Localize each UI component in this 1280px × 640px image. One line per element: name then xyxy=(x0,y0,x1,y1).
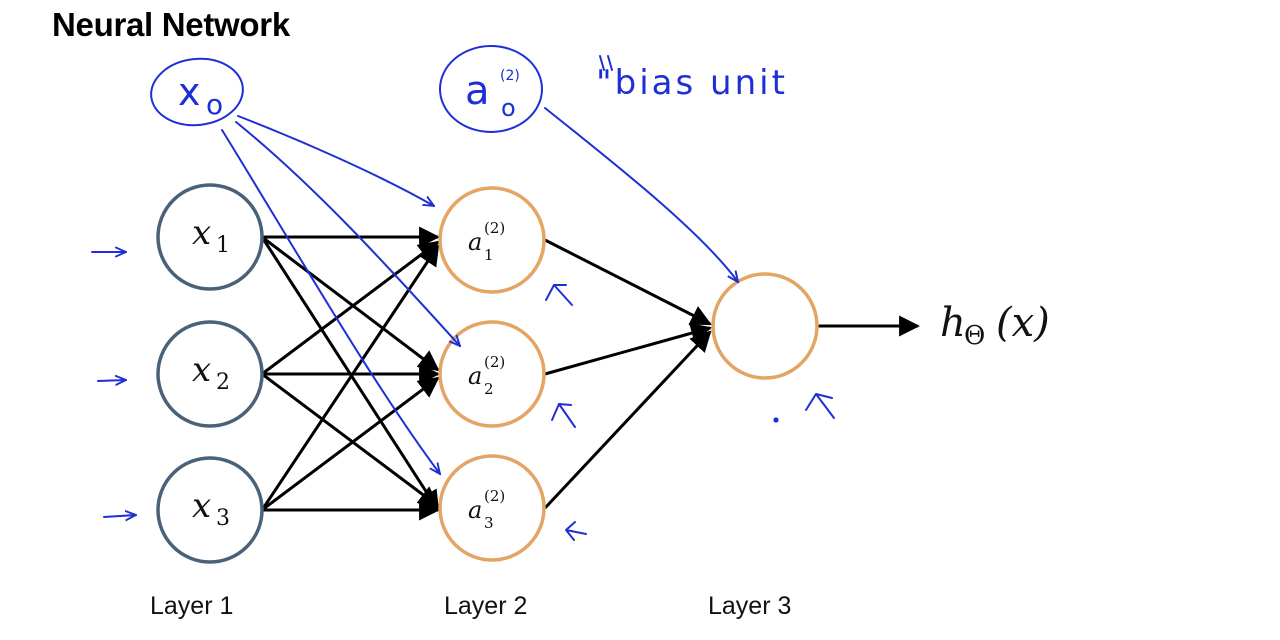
bias-hidden-circle xyxy=(439,45,543,133)
activation-arrow-2 xyxy=(551,403,576,428)
input-arrow-3 xyxy=(103,515,136,517)
edge-a1-out xyxy=(544,238,712,326)
quote-mark xyxy=(599,55,613,71)
handwritten-labels: x o a (2) o "bias unit xyxy=(178,63,788,122)
output-h: h xyxy=(940,300,966,346)
hidden-node-2-sup: (2) xyxy=(484,353,505,371)
ink-dot xyxy=(773,417,779,423)
bias-input-sub: o xyxy=(206,88,223,121)
input-node-3-sub: 3 xyxy=(216,506,230,531)
input-node-2-sub: 2 xyxy=(216,370,230,395)
bias-edge-x0-a2 xyxy=(235,121,460,346)
hidden-node-2 xyxy=(438,320,546,428)
activation-arrow-1 xyxy=(545,284,573,306)
edge-a3-out xyxy=(543,330,712,510)
activation-arrow-out xyxy=(805,393,835,419)
layer-2-label: Layer 2 xyxy=(444,592,527,620)
hidden-node-3-sup: (2) xyxy=(484,487,505,505)
bias-input-var: x xyxy=(178,70,201,114)
hidden-node-1-var: a xyxy=(468,228,482,256)
input-node-2 xyxy=(156,320,264,428)
edges-layer2-to-layer3 xyxy=(543,238,921,510)
input-node-3-var: x xyxy=(192,486,211,526)
hidden-node-2-var: a xyxy=(468,362,482,390)
input-node-1-sub: 1 xyxy=(216,233,230,258)
bias-unit-note: "bias unit xyxy=(596,63,788,103)
bias-edge-x0-a1 xyxy=(237,115,434,206)
input-node-2-var: x xyxy=(192,350,211,390)
output-theta: Θ xyxy=(964,321,985,351)
hidden-node-3 xyxy=(438,454,546,562)
edge-x2-a3 xyxy=(261,372,440,508)
output-label: h Θ (x) xyxy=(940,300,1050,351)
edge-x2-a1 xyxy=(261,240,440,376)
handwritten-annotations xyxy=(91,45,835,541)
bias-hidden-var: a xyxy=(465,68,490,114)
bias-hidden-sup: (2) xyxy=(500,68,520,84)
output-node xyxy=(711,272,819,380)
hidden-node-1 xyxy=(438,186,546,294)
input-node-1 xyxy=(156,183,264,291)
layer-1-nodes: x 1 x 2 x 3 xyxy=(156,183,264,564)
input-arrow-2 xyxy=(97,380,126,381)
bias-hidden-sub: o xyxy=(501,94,516,122)
bias-edge-a0-out xyxy=(544,107,738,282)
layer-1-label: Layer 1 xyxy=(150,592,233,620)
input-node-3 xyxy=(156,456,264,564)
edges-layer1-to-layer2 xyxy=(260,226,441,521)
input-node-1-var: x xyxy=(192,213,211,253)
hidden-node-3-sub: 3 xyxy=(484,514,494,532)
bias-input-circle xyxy=(150,57,244,127)
edge-x1-a2 xyxy=(261,235,440,372)
edge-a2-out xyxy=(544,322,713,376)
activation-arrow-3 xyxy=(565,521,587,541)
layer-2-nodes: a (2) 1 a (2) 2 a (2) 3 xyxy=(438,186,546,562)
layer-3-label: Layer 3 xyxy=(708,592,791,620)
edge-x3-a2 xyxy=(261,376,440,512)
hidden-node-2-sub: 2 xyxy=(484,380,494,398)
hidden-node-1-sub: 1 xyxy=(484,246,494,264)
hidden-node-3-var: a xyxy=(468,496,482,524)
hidden-node-1-sup: (2) xyxy=(484,219,505,237)
output-arg: (x) xyxy=(996,300,1050,346)
slide-title: Neural Network xyxy=(52,6,290,43)
bias-edge-x0-a3 xyxy=(221,129,440,474)
